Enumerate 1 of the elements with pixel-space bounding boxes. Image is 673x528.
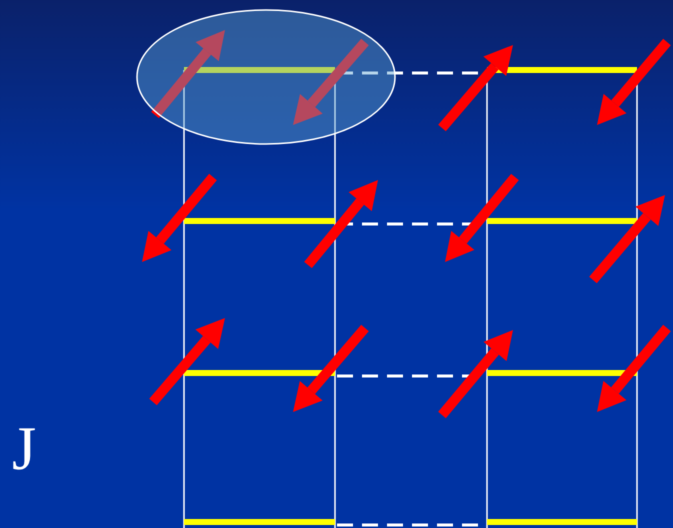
coupling-label: J — [12, 418, 36, 480]
